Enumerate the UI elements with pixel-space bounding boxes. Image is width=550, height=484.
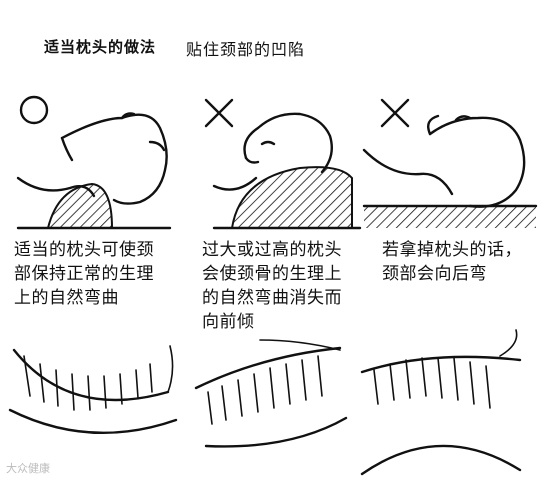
neck-outline-2 xyxy=(212,176,258,191)
flat-bed-hatch xyxy=(364,206,536,228)
spine-base-proper xyxy=(8,408,178,435)
vertebrae-proper xyxy=(23,355,153,411)
skull-hint-none xyxy=(499,329,518,357)
caption-no-pillow: 若拿掉枕头的话， 颈部会向后弯 xyxy=(382,240,522,284)
spine-base-high xyxy=(204,416,348,448)
spine-curve-none xyxy=(360,355,522,374)
caption-proper: 适当的枕头可使颈 部保持正常的生理 上的自然弯曲 xyxy=(14,240,154,308)
spine-base-none xyxy=(360,444,522,476)
correct-mark-icon xyxy=(19,95,49,125)
spine-high xyxy=(194,339,348,448)
skull-hint-high xyxy=(259,339,341,351)
vertebrae-none xyxy=(373,357,491,409)
panel-high-pillow xyxy=(204,98,362,230)
caption-too-high: 过大或过高的枕头 会使颈骨的生理上 的自然弯曲消失而 向前倾 xyxy=(202,240,342,332)
spine-curve-high xyxy=(194,346,342,390)
head-outline-3 xyxy=(428,116,526,208)
panel-no-pillow xyxy=(362,98,538,228)
wrong-mark-icon-1 xyxy=(204,98,234,128)
head-outline-2 xyxy=(243,112,333,174)
face-features xyxy=(60,112,166,162)
spine-none xyxy=(360,329,522,476)
skull-hint-proper xyxy=(167,345,174,393)
head-outline xyxy=(60,113,168,205)
spine-proper xyxy=(8,345,178,435)
high-pillow-shape xyxy=(230,166,353,229)
spine-curve-proper xyxy=(12,348,170,402)
diagram-subtitle: 贴住颈部的凹陷 xyxy=(186,40,306,59)
vertebrae-high xyxy=(207,355,323,425)
neck-outline xyxy=(16,176,96,198)
watermark: 大众健康 xyxy=(6,462,50,475)
face-features-3 xyxy=(427,114,472,136)
diagram-title: 适当枕头的做法 xyxy=(44,38,157,56)
pillow-shape xyxy=(46,182,114,229)
face-features-2 xyxy=(244,140,276,164)
neck-outline-3 xyxy=(362,148,454,196)
panel-proper-pillow xyxy=(16,95,172,230)
wrong-mark-icon-2 xyxy=(380,98,410,128)
